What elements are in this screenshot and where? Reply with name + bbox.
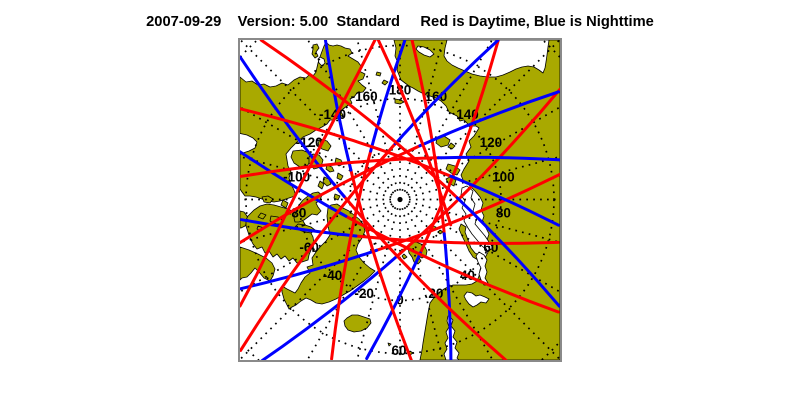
svg-text:60: 60 — [391, 343, 406, 358]
svg-text:100: 100 — [492, 169, 515, 184]
svg-text:-40: -40 — [323, 268, 343, 283]
svg-text:120: 120 — [480, 135, 503, 150]
svg-text:-160: -160 — [351, 89, 378, 104]
svg-text:0: 0 — [396, 293, 404, 308]
svg-text:80: 80 — [496, 206, 511, 221]
svg-text:-80: -80 — [287, 206, 307, 221]
svg-text:2007-09-29 Version: 5.00 S: 2007-09-29 Version: 5.00 Standard Red is… — [146, 14, 654, 30]
